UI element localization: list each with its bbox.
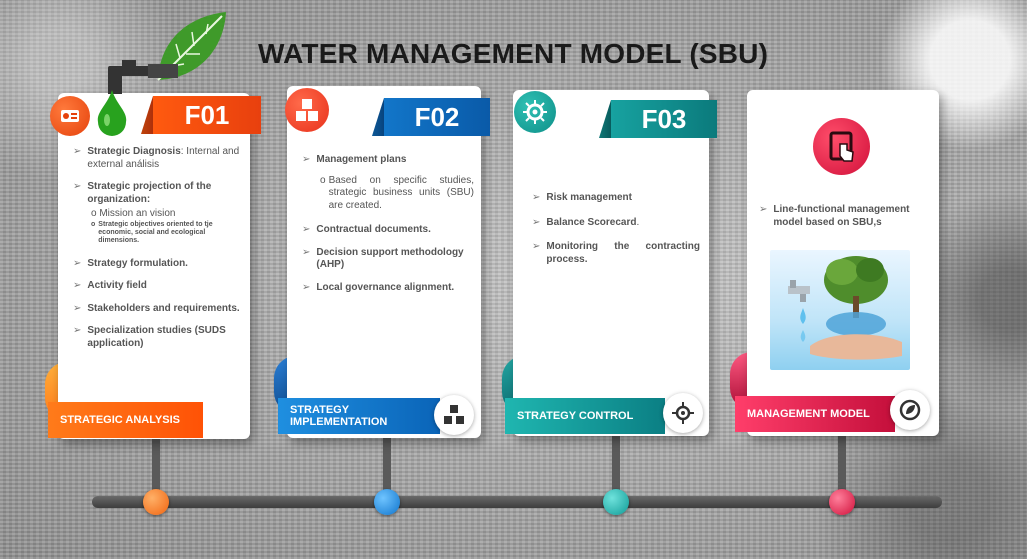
- item-bold-text: Risk management: [546, 192, 632, 203]
- item-bold-text: Strategic projection of the organization…: [87, 181, 212, 205]
- arrow-bullet-icon: ➢: [73, 280, 82, 292]
- item-bold-text: Line-functional management model based o…: [773, 204, 910, 228]
- arrow-bullet-icon: ➢: [73, 325, 82, 337]
- phase-tag-f02: F02: [384, 98, 490, 136]
- phase-content-f03: ➢ Risk management ➢ Balance Scorecard. ➢…: [532, 192, 700, 276]
- list-item: ➢ Strategic Diagnosis: Internal and exte…: [73, 146, 241, 171]
- list-item: ➢ Contractual documents.: [302, 224, 474, 237]
- item-bold-text: Strategy formulation.: [87, 257, 188, 269]
- sub-bullet-icon: o: [91, 208, 97, 219]
- phase-card-f03: [513, 90, 709, 436]
- sub-item-text: Based on specific studies, strategic bus…: [328, 174, 474, 211]
- phase-tag-f03: F03: [611, 100, 717, 138]
- list-item: ➢ Specialization studies (SUDS applicati…: [73, 325, 241, 350]
- item-bold-text: Specialization studies (SUDS application…: [87, 325, 226, 349]
- item-bold-text: Strategic Diagnosis: [87, 146, 181, 157]
- page-title: WATER MANAGEMENT MODEL (SBU): [258, 38, 769, 69]
- phase-tag-f01: F01: [153, 96, 261, 134]
- phase-ribbon-strategy-control: STRATEGY CONTROL: [505, 398, 665, 434]
- sub-bullet-icon: o: [91, 220, 96, 228]
- strategy-gear-icon: [50, 96, 90, 136]
- phase-ribbon-strategic-analysis: STRATEGIC ANALYSIS: [48, 402, 203, 438]
- water-tree-photo: [770, 250, 910, 370]
- phase-content-f01: ➢ Strategic Diagnosis: Internal and exte…: [73, 146, 241, 360]
- timeline-dot: [829, 489, 855, 515]
- circuit-gear-icon: [663, 393, 703, 433]
- list-item: ➢ Strategy formulation.: [73, 258, 241, 271]
- arrow-bullet-icon: ➢: [532, 216, 541, 228]
- arrow-bullet-icon: ➢: [302, 246, 311, 258]
- timeline-bar: [92, 496, 942, 508]
- arrow-bullet-icon: ➢: [73, 146, 82, 157]
- arrow-bullet-icon: ➢: [302, 281, 311, 293]
- phase-ribbon-strategy-implementation: STRATEGY IMPLEMENTATION: [278, 398, 440, 434]
- water-drop-icon: [97, 90, 127, 136]
- list-item: ➢ Risk management: [532, 192, 700, 205]
- list-item: ➢ Management plans: [302, 154, 474, 167]
- item-bold-text: Monitoring the contracting process.: [546, 241, 700, 265]
- list-item: ➢ Decision support methodology (AHP): [302, 247, 474, 272]
- item-bold-text: Activity field: [87, 280, 147, 292]
- arrow-bullet-icon: ➢: [302, 224, 311, 235]
- list-item: ➢ Balance Scorecard.: [532, 217, 700, 230]
- list-item: ➢ Monitoring the contracting process.: [532, 241, 700, 266]
- arrow-bullet-icon: ➢: [73, 257, 82, 269]
- arrow-bullet-icon: ➢: [532, 192, 541, 203]
- item-bold-text: Contractual documents.: [316, 224, 431, 235]
- arrow-bullet-icon: ➢: [532, 241, 541, 252]
- touch-screen-icon: [813, 118, 870, 175]
- sub-item-text: Strategic objectives oriented to tje eco…: [98, 220, 213, 245]
- cubes-icon: [434, 395, 474, 435]
- list-item: ➢ Strategic projection of the organizati…: [73, 181, 241, 206]
- arrow-bullet-icon: ➢: [759, 204, 768, 215]
- timeline-stem: [383, 436, 391, 502]
- timeline-stem: [612, 434, 620, 502]
- item-text: .: [636, 216, 640, 228]
- circuit-gear-icon: [514, 91, 556, 133]
- item-bold-text: Balance Scorecard: [546, 216, 637, 228]
- list-item: ➢ Line-functional management model based…: [759, 204, 931, 229]
- timeline-dot: [143, 489, 169, 515]
- timeline-dot: [374, 489, 400, 515]
- cubes-icon: [285, 88, 329, 132]
- item-bold-text: Local governance alignment.: [316, 281, 455, 293]
- sub-bullet-icon: o: [320, 174, 326, 186]
- timeline-dot: [603, 489, 629, 515]
- phase-ribbon-management-model: MANAGEMENT MODEL: [735, 396, 895, 432]
- ribbon-fold: [730, 352, 752, 410]
- list-item: ➢ Local governance alignment.: [302, 282, 474, 295]
- phase-card-f02: [287, 86, 481, 438]
- list-item: ➢ Activity field: [73, 280, 241, 293]
- item-text: : Internal and external análisis: [87, 146, 240, 170]
- item-bold-text: Decision support methodology (AHP): [316, 246, 464, 271]
- list-item: ➢ Stakeholders and requirements.: [73, 303, 241, 316]
- phase-card-f01: [58, 93, 250, 439]
- timeline-stem: [152, 436, 160, 502]
- arrow-bullet-icon: ➢: [302, 154, 311, 165]
- sub-item: o Mission an vision: [73, 208, 241, 221]
- phase-content-management: ➢ Line-functional management model based…: [759, 204, 931, 239]
- item-bold-text: Stakeholders and requirements.: [87, 302, 240, 314]
- sub-item-text: Mission an vision: [99, 208, 176, 219]
- item-bold-text: Management plans: [316, 154, 407, 165]
- timeline-stem: [838, 434, 846, 502]
- arrow-bullet-icon: ➢: [73, 302, 82, 314]
- eco-cycle-icon: [890, 390, 930, 430]
- arrow-bullet-icon: ➢: [73, 181, 82, 192]
- tap-icon: [108, 60, 178, 94]
